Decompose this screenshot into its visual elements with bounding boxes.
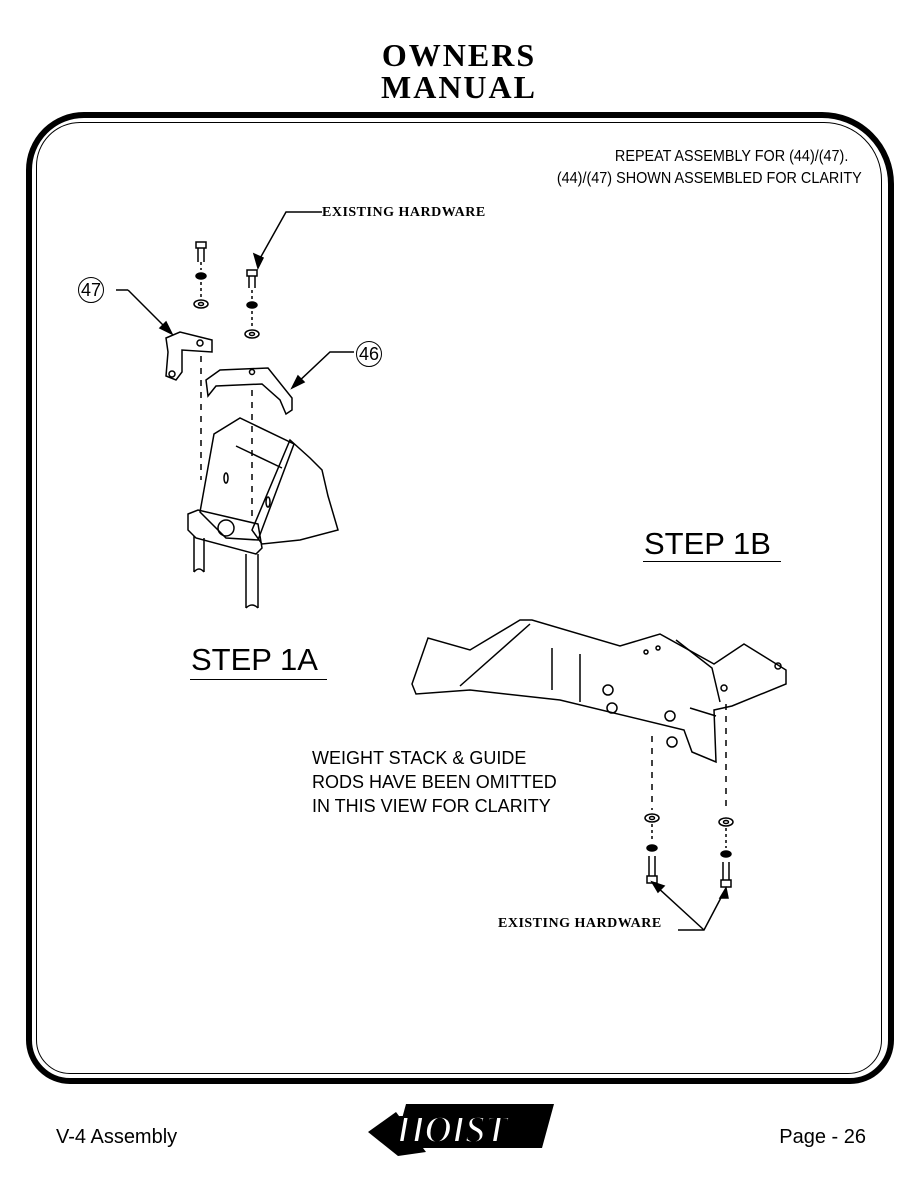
hoist-logo: HOIST <box>366 1100 556 1158</box>
existing-hardware-leader-top <box>252 211 322 271</box>
existing-hardware-label-bottom: EXISTING HARDWARE <box>498 916 662 931</box>
manual-title-line1: OWNERS <box>381 37 537 73</box>
frame-member-1b <box>411 619 787 764</box>
bracket-47 <box>116 289 213 381</box>
footer-page-number: Page - 26 <box>779 1126 866 1148</box>
hoist-logo-diamond <box>368 1104 554 1156</box>
fastener-stack-right <box>244 269 260 339</box>
upright-frame-assembly <box>187 417 339 609</box>
hoist-logo-text: HOIST <box>395 1108 509 1152</box>
step-1b-underline <box>643 561 781 562</box>
callout-46: 46 <box>356 341 382 367</box>
omitted-note-line2: RODS HAVE BEEN OMITTED <box>312 772 557 792</box>
footer-section-label: V-4 Assembly <box>56 1126 178 1148</box>
fastener-stack-lower-left <box>644 813 660 884</box>
step-1a-heading: STEP 1A <box>191 642 318 677</box>
page-frame <box>26 112 894 1084</box>
fastener-stack-lower-right <box>718 817 734 888</box>
existing-hardware-label-top: EXISTING HARDWARE <box>322 205 486 220</box>
bracket-46 <box>205 351 354 416</box>
page-frame-inner <box>36 122 882 1074</box>
step-1b-heading: STEP 1B <box>644 526 771 561</box>
shown-assembled-note: (44)/(47) SHOWN ASSEMBLED FOR CLARITY <box>557 170 862 187</box>
omitted-note-line3: IN THIS VIEW FOR CLARITY <box>312 796 551 816</box>
omitted-note-line1: WEIGHT STACK & GUIDE <box>312 748 527 768</box>
existing-hardware-leader-bottom <box>650 880 729 931</box>
step-1a-underline <box>190 679 327 680</box>
repeat-assembly-note: REPEAT ASSEMBLY FOR (44)/(47). <box>614 148 848 165</box>
callout-47: 47 <box>78 277 104 303</box>
manual-title-line2: MANUAL <box>381 69 537 105</box>
fastener-stack-left <box>193 241 209 309</box>
omitted-parts-note: WEIGHT STACK & GUIDE RODS HAVE BEEN OMIT… <box>312 746 557 818</box>
